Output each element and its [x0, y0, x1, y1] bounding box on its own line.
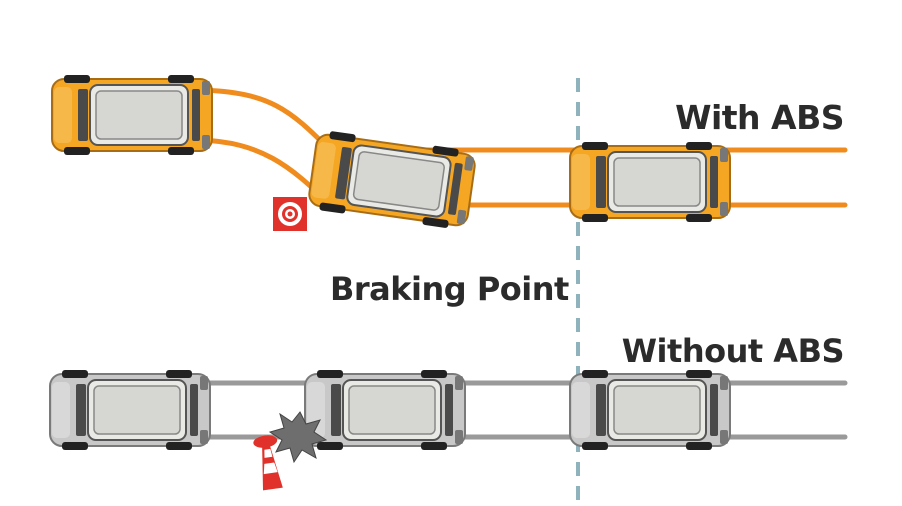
abs-car-1 — [51, 75, 213, 155]
no-abs-car-1 — [49, 370, 211, 450]
no-abs-car-2 — [304, 370, 466, 450]
traffic-cone-icon — [253, 435, 283, 491]
collision-burst-icon — [268, 411, 328, 464]
no-abs-car-3 — [569, 370, 731, 450]
braking-point-label: Braking Point — [330, 270, 569, 308]
abs-car-2 — [308, 131, 476, 228]
without-abs-label: Without ABS — [621, 332, 845, 370]
abs-car-3 — [569, 142, 731, 222]
target-sign-icon — [273, 197, 307, 231]
with-abs-label: With ABS — [675, 98, 844, 137]
